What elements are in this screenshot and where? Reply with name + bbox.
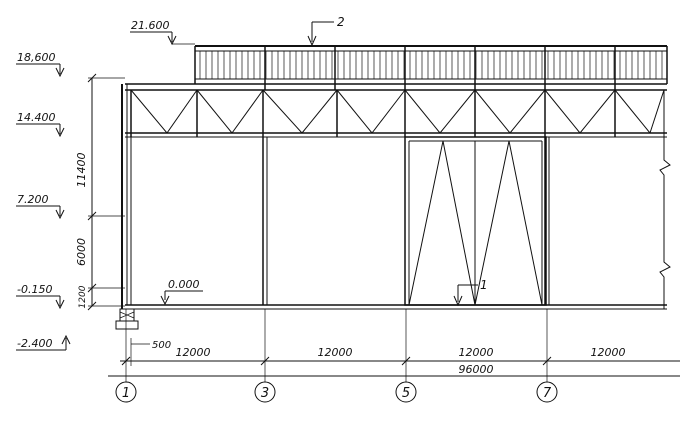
roof-lantern xyxy=(194,45,668,85)
building-frame xyxy=(121,83,671,310)
truss-diagonal xyxy=(649,89,665,134)
gate-opening xyxy=(404,136,547,306)
dim-tick xyxy=(401,356,411,366)
truss-diagonal xyxy=(474,89,511,134)
axis-grid-lines xyxy=(121,309,552,382)
truss-diagonal xyxy=(166,89,198,134)
dim-500-label: 500 xyxy=(152,340,171,351)
dim-6000-label: 6000 xyxy=(75,238,88,266)
total-96000-label: 96000 xyxy=(459,363,494,376)
axis-markers: 1 3 5 7 xyxy=(115,381,558,403)
truss-diagonal xyxy=(404,89,441,134)
truss-diagonal xyxy=(614,89,651,134)
axis-5-label: 5 xyxy=(402,386,410,401)
elev-minus2400-label: -2.400 xyxy=(17,337,52,350)
callout-leaders xyxy=(307,21,478,307)
truss-diagonal xyxy=(231,89,264,134)
truss-diagonal xyxy=(196,89,233,134)
lantern-glazing-hatch xyxy=(199,46,663,90)
elev-21600-label: 21.600 xyxy=(131,19,170,32)
truss-diagonal xyxy=(336,89,373,134)
vertical-dimension-chain xyxy=(87,73,125,311)
dim-tick xyxy=(260,356,270,366)
axis-7-label: 7 xyxy=(543,386,552,401)
span-12000-4-label: 12000 xyxy=(591,346,626,359)
elev-14400-label: 14.400 xyxy=(17,111,56,124)
truss-diagonal xyxy=(262,89,303,134)
roof-trusses xyxy=(130,89,665,137)
callout-2-label: 2 xyxy=(337,15,345,29)
span-12000-2-label: 12000 xyxy=(318,346,353,359)
truss-diagonal xyxy=(544,89,581,134)
axis-3-label: 3 xyxy=(261,386,269,401)
dim-tick xyxy=(542,356,552,366)
horizontal-dimensions xyxy=(108,343,680,377)
foundation-detail xyxy=(115,308,139,330)
dim-tick xyxy=(121,356,131,366)
truss-diagonal xyxy=(439,89,476,134)
truss-diagonal xyxy=(130,89,168,134)
labels: 21.600 18,600 14.400 7.200 -0.150 0.000 … xyxy=(17,15,626,376)
truss-diagonal xyxy=(301,89,338,134)
callout-1-label: 1 xyxy=(480,278,488,292)
span-12000-1-label: 12000 xyxy=(176,346,211,359)
truss-diagonal xyxy=(371,89,406,134)
elev-7200-label: 7.200 xyxy=(17,193,49,206)
dim-11400-label: 11400 xyxy=(75,153,88,188)
elev-0000-label: 0.000 xyxy=(168,278,200,291)
elev-minus0150-label: -0.150 xyxy=(17,283,52,296)
columns xyxy=(262,137,550,305)
truss-diagonal xyxy=(509,89,546,134)
dim-1200-label: 1200 xyxy=(78,285,88,308)
span-12000-3-label: 12000 xyxy=(459,346,494,359)
truss-diagonal xyxy=(579,89,616,134)
axis-1-label: 1 xyxy=(122,386,130,401)
elev-18600-label: 18,600 xyxy=(17,51,56,64)
elevation-leaders xyxy=(16,31,203,351)
